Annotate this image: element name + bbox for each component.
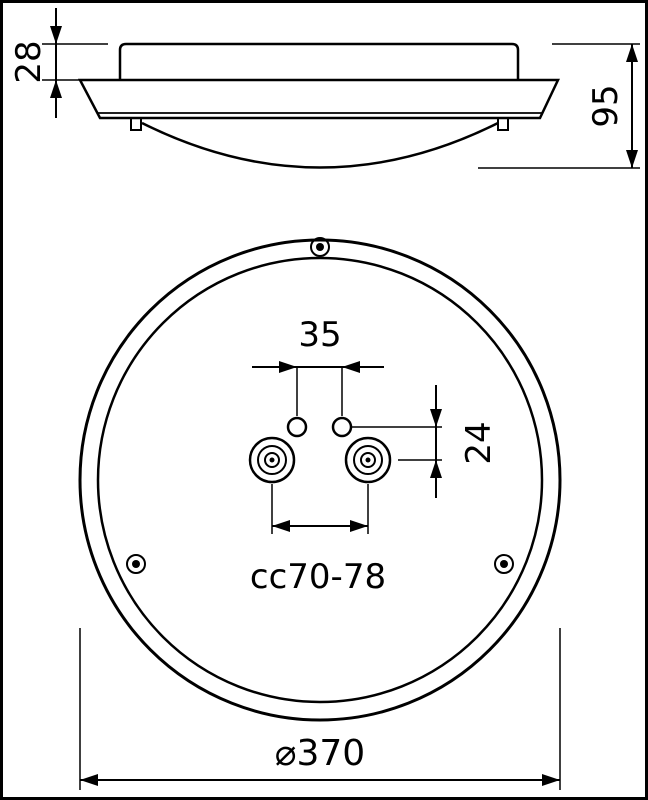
dimension-height-top: 28 [9,40,49,83]
side-view-foot-right [497,117,509,131]
dim-arrow [430,409,442,427]
dim-arrow [430,460,442,478]
side-view-diffuser [141,121,499,169]
dim-arrow [626,44,638,62]
side-view-rim [77,78,560,120]
fixing-screw [494,554,514,574]
side-view: 28 95 [9,8,640,169]
fixing-screw [310,237,330,257]
dim-arrow [272,520,290,532]
dim-arrow [626,150,638,168]
dim-arrow [279,361,297,373]
top-view-outer-ring [78,238,562,722]
fixing-screw [126,554,146,574]
dimension-hole-spacing-horizontal: 35 [298,315,341,355]
small-hole-left [286,416,308,438]
top-view-inner-ring [96,256,544,704]
dim-arrow [542,774,560,786]
dimension-mounting-centers: cc70-78 [250,557,386,597]
dim-arrow [350,520,368,532]
dimension-hole-spacing-vertical: 24 [459,421,499,464]
dimension-diameter: ⌀370 [275,733,365,774]
dim-arrow [50,26,62,44]
top-view: 35 24 cc70-78 ⌀370 [78,237,562,790]
side-view-foot-left [130,117,142,131]
dim-arrow [342,361,360,373]
side-view-cap [118,42,520,80]
dim-arrow [80,774,98,786]
cable-grommet-right [344,436,392,484]
dimension-height-total: 95 [586,84,626,127]
small-hole-right [331,416,353,438]
cable-grommet-left [248,436,296,484]
dim-arrow [50,80,62,98]
